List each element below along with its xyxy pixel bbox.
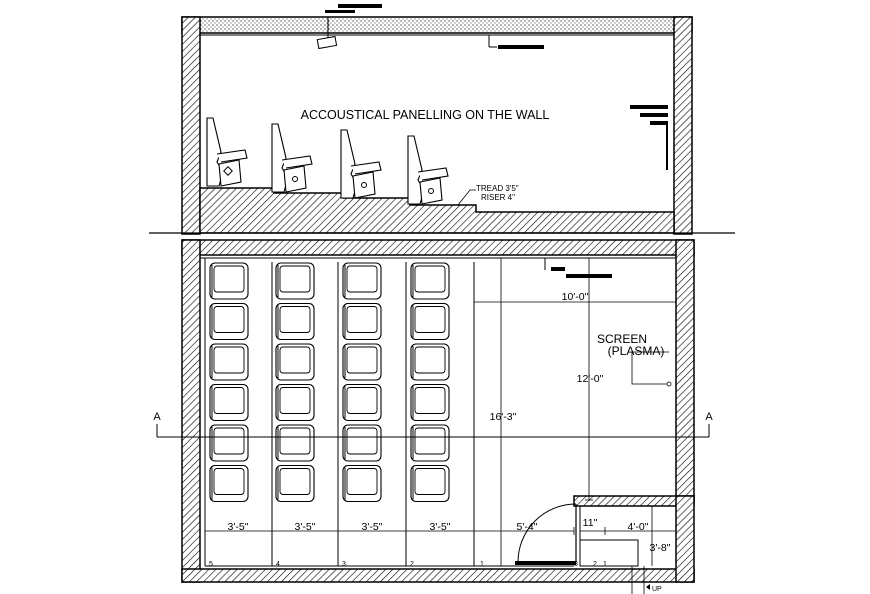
plan-bottom-wall	[181, 568, 695, 583]
plan-seat	[209, 424, 249, 462]
section-chair	[340, 129, 382, 199]
tread-note: TREAD 3'5"	[476, 184, 519, 193]
row-width-label: 3'-5"	[228, 521, 249, 533]
step-number: 3	[574, 561, 578, 568]
row-number: 3	[342, 561, 346, 568]
plan-seat	[342, 464, 382, 503]
section-left-wall	[181, 16, 201, 235]
plan-top-wall	[181, 239, 695, 256]
plan-seat	[275, 383, 315, 422]
roof-slab	[181, 16, 693, 34]
step-number: 1	[603, 561, 607, 568]
section-view: ACCOUSTICAL PANELLING ON THE WALL	[181, 4, 693, 235]
row-width-label: 3'-5"	[430, 521, 451, 533]
plan-seat	[209, 302, 249, 341]
screen-type-label: (PLASMA)	[608, 344, 665, 358]
step-number: 2	[593, 561, 597, 568]
stair-up-arrow	[631, 566, 650, 594]
plan-seat	[275, 343, 315, 381]
door-swing	[515, 503, 577, 565]
plan-seat	[410, 383, 450, 422]
stair-up-label: UP	[652, 586, 662, 593]
ceiling-tag	[488, 35, 544, 49]
plan-right-wall	[675, 239, 695, 501]
screen-depth-label: 12'-0"	[577, 373, 604, 385]
section-chair	[206, 117, 248, 187]
plan-seat	[342, 343, 382, 381]
plan-seat	[410, 343, 450, 381]
tread-leader	[457, 189, 476, 206]
aisle-width-label: 5'-4"	[517, 521, 538, 533]
row-number: 2	[410, 561, 414, 568]
row-number: 1	[480, 561, 484, 568]
plan-view: 3'-5" 3'-5" 3'-5" 3'-5" 5'-4" 10'-0" 12'…	[181, 239, 695, 594]
section-cut-line: A A	[153, 411, 713, 438]
plan-seat	[209, 464, 249, 503]
plan-seat	[410, 464, 450, 503]
plan-seat	[275, 464, 315, 503]
wall-speaker-tag	[630, 105, 668, 170]
plan-seat	[209, 262, 249, 300]
projector-icon	[316, 4, 382, 50]
plan-seat	[275, 302, 315, 341]
section-chair	[407, 135, 449, 205]
row-width-label: 3'-5"	[362, 521, 383, 533]
screen-label: SCREEN	[597, 332, 647, 346]
section-chair	[271, 123, 313, 193]
plan-seat	[410, 262, 450, 300]
section-marker-right: A	[705, 411, 713, 423]
plan-seat	[275, 262, 315, 300]
screen-speaker-tag	[544, 258, 612, 278]
row-number: 4	[276, 561, 280, 568]
closet-width-label: 4'-0"	[628, 521, 649, 533]
screen-leader	[631, 351, 669, 385]
plan-seat	[342, 302, 382, 341]
plan-seat	[275, 424, 315, 462]
row-number: 5	[209, 561, 213, 568]
riser-note: RISER 4"	[481, 193, 515, 202]
row-width-label: 3'-5"	[295, 521, 316, 533]
plan-seat	[410, 302, 450, 341]
plan-seat	[410, 424, 450, 462]
seat-rows	[209, 262, 450, 503]
plan-seat	[342, 262, 382, 300]
wall-panelling-note: ACCOUSTICAL PANELLING ON THE WALL	[301, 108, 550, 122]
closet-right-wall	[675, 495, 695, 583]
plan-left-wall	[181, 239, 201, 583]
screen-width-label: 10'-0"	[562, 291, 589, 303]
dimension-lines	[204, 257, 677, 566]
room-depth-label: 16'-3"	[490, 411, 517, 423]
plan-seat	[342, 383, 382, 422]
plan-seat	[209, 383, 249, 422]
plan-seat	[342, 424, 382, 462]
section-right-wall	[673, 16, 693, 235]
closet-box	[579, 539, 639, 567]
section-marker-left: A	[153, 411, 161, 423]
closet-gap-label: 11"	[583, 517, 598, 529]
plan-seat	[209, 343, 249, 381]
closet-depth-label: 3'-8"	[650, 542, 671, 554]
